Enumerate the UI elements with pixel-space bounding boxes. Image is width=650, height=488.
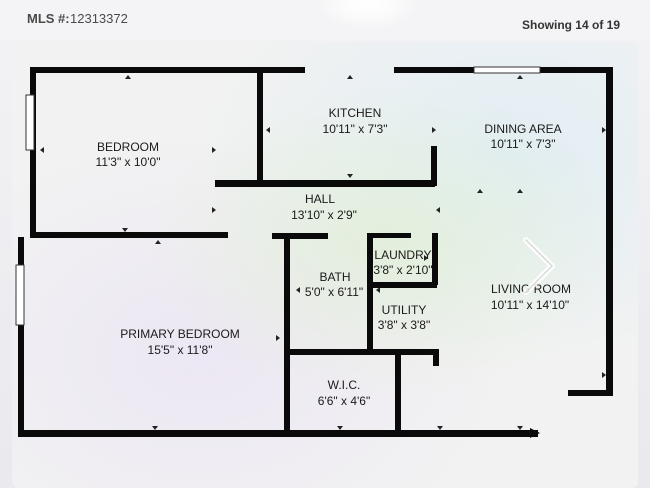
mls-label: MLS #: <box>27 11 70 26</box>
room-dims-wic: 6'6" x 4'6" <box>317 394 371 408</box>
room-name-bedroom: BEDROOM <box>96 140 159 154</box>
wall-right <box>606 67 613 396</box>
room-name-kitchen: KITCHEN <box>328 106 382 120</box>
wall-hall-top <box>215 180 435 187</box>
room-dims-hall: 13'10" x 2'9" <box>291 208 357 222</box>
wall-bath-left <box>284 233 290 433</box>
wall-wic-top <box>286 349 439 355</box>
room-dims-kitchen: 10'11" x 7'3" <box>322 122 388 136</box>
wall-wic-right <box>395 353 401 433</box>
room-dims-primary-bedroom: 15'5" x 11'8" <box>147 343 213 357</box>
wall-bath-top <box>272 233 328 239</box>
window-primary <box>15 264 25 326</box>
window-dining <box>473 66 541 74</box>
wall-kitchen-dining <box>431 146 437 186</box>
chevron-right-icon[interactable] <box>518 236 560 296</box>
room-name-bath: BATH <box>319 270 351 284</box>
wall-laundry-bottom <box>371 282 437 288</box>
wall-top-right-b <box>540 67 612 73</box>
room-dims-dining: 10'11" x 7'3" <box>490 137 556 151</box>
wall-bedroom-primary <box>30 232 228 238</box>
wall-bottom-end <box>530 428 540 438</box>
wall-left-lower <box>18 237 24 437</box>
floor-plan-image <box>12 42 638 488</box>
wall-top-left <box>30 67 305 73</box>
mls-number: 12313372 <box>70 11 128 26</box>
photo-counter: Showing 14 of 19 <box>521 18 620 32</box>
room-dims-bedroom: 11'3" x 10'0" <box>95 155 161 169</box>
room-dims-bath: 5'0" x 6'11" <box>304 285 364 299</box>
window-bedroom <box>25 94 35 151</box>
wall-right-return <box>568 390 613 396</box>
wall-laundry-right <box>432 233 438 285</box>
wall-left-upper <box>30 67 36 237</box>
wall-top-right-a <box>394 67 474 73</box>
wall-laundry-top <box>367 233 411 238</box>
room-dims-laundry: 3'8" x 2'10" <box>373 263 433 277</box>
wall-bottom <box>18 430 538 437</box>
room-name-laundry: LAUNDRY <box>374 248 432 262</box>
wall-wic-stub <box>433 349 439 366</box>
room-name-utility: UTILITY <box>381 303 427 317</box>
room-name-dining: DINING AREA <box>484 122 562 136</box>
wall-bedroom-kitchen <box>257 72 263 185</box>
room-name-primary-bedroom: PRIMARY BEDROOM <box>120 327 240 341</box>
room-dims-living: 10'11" x 14'10" <box>490 298 570 312</box>
wall-laundry-left <box>367 233 373 351</box>
room-name-wic: W.I.C. <box>327 378 361 392</box>
room-dims-utility: 3'8" x 3'8" <box>377 318 431 332</box>
dimension-ticks <box>40 75 606 430</box>
room-name-hall: HALL <box>304 192 336 206</box>
listing-header: MLS #: 12313372 Showing 14 of 19 <box>0 0 650 40</box>
